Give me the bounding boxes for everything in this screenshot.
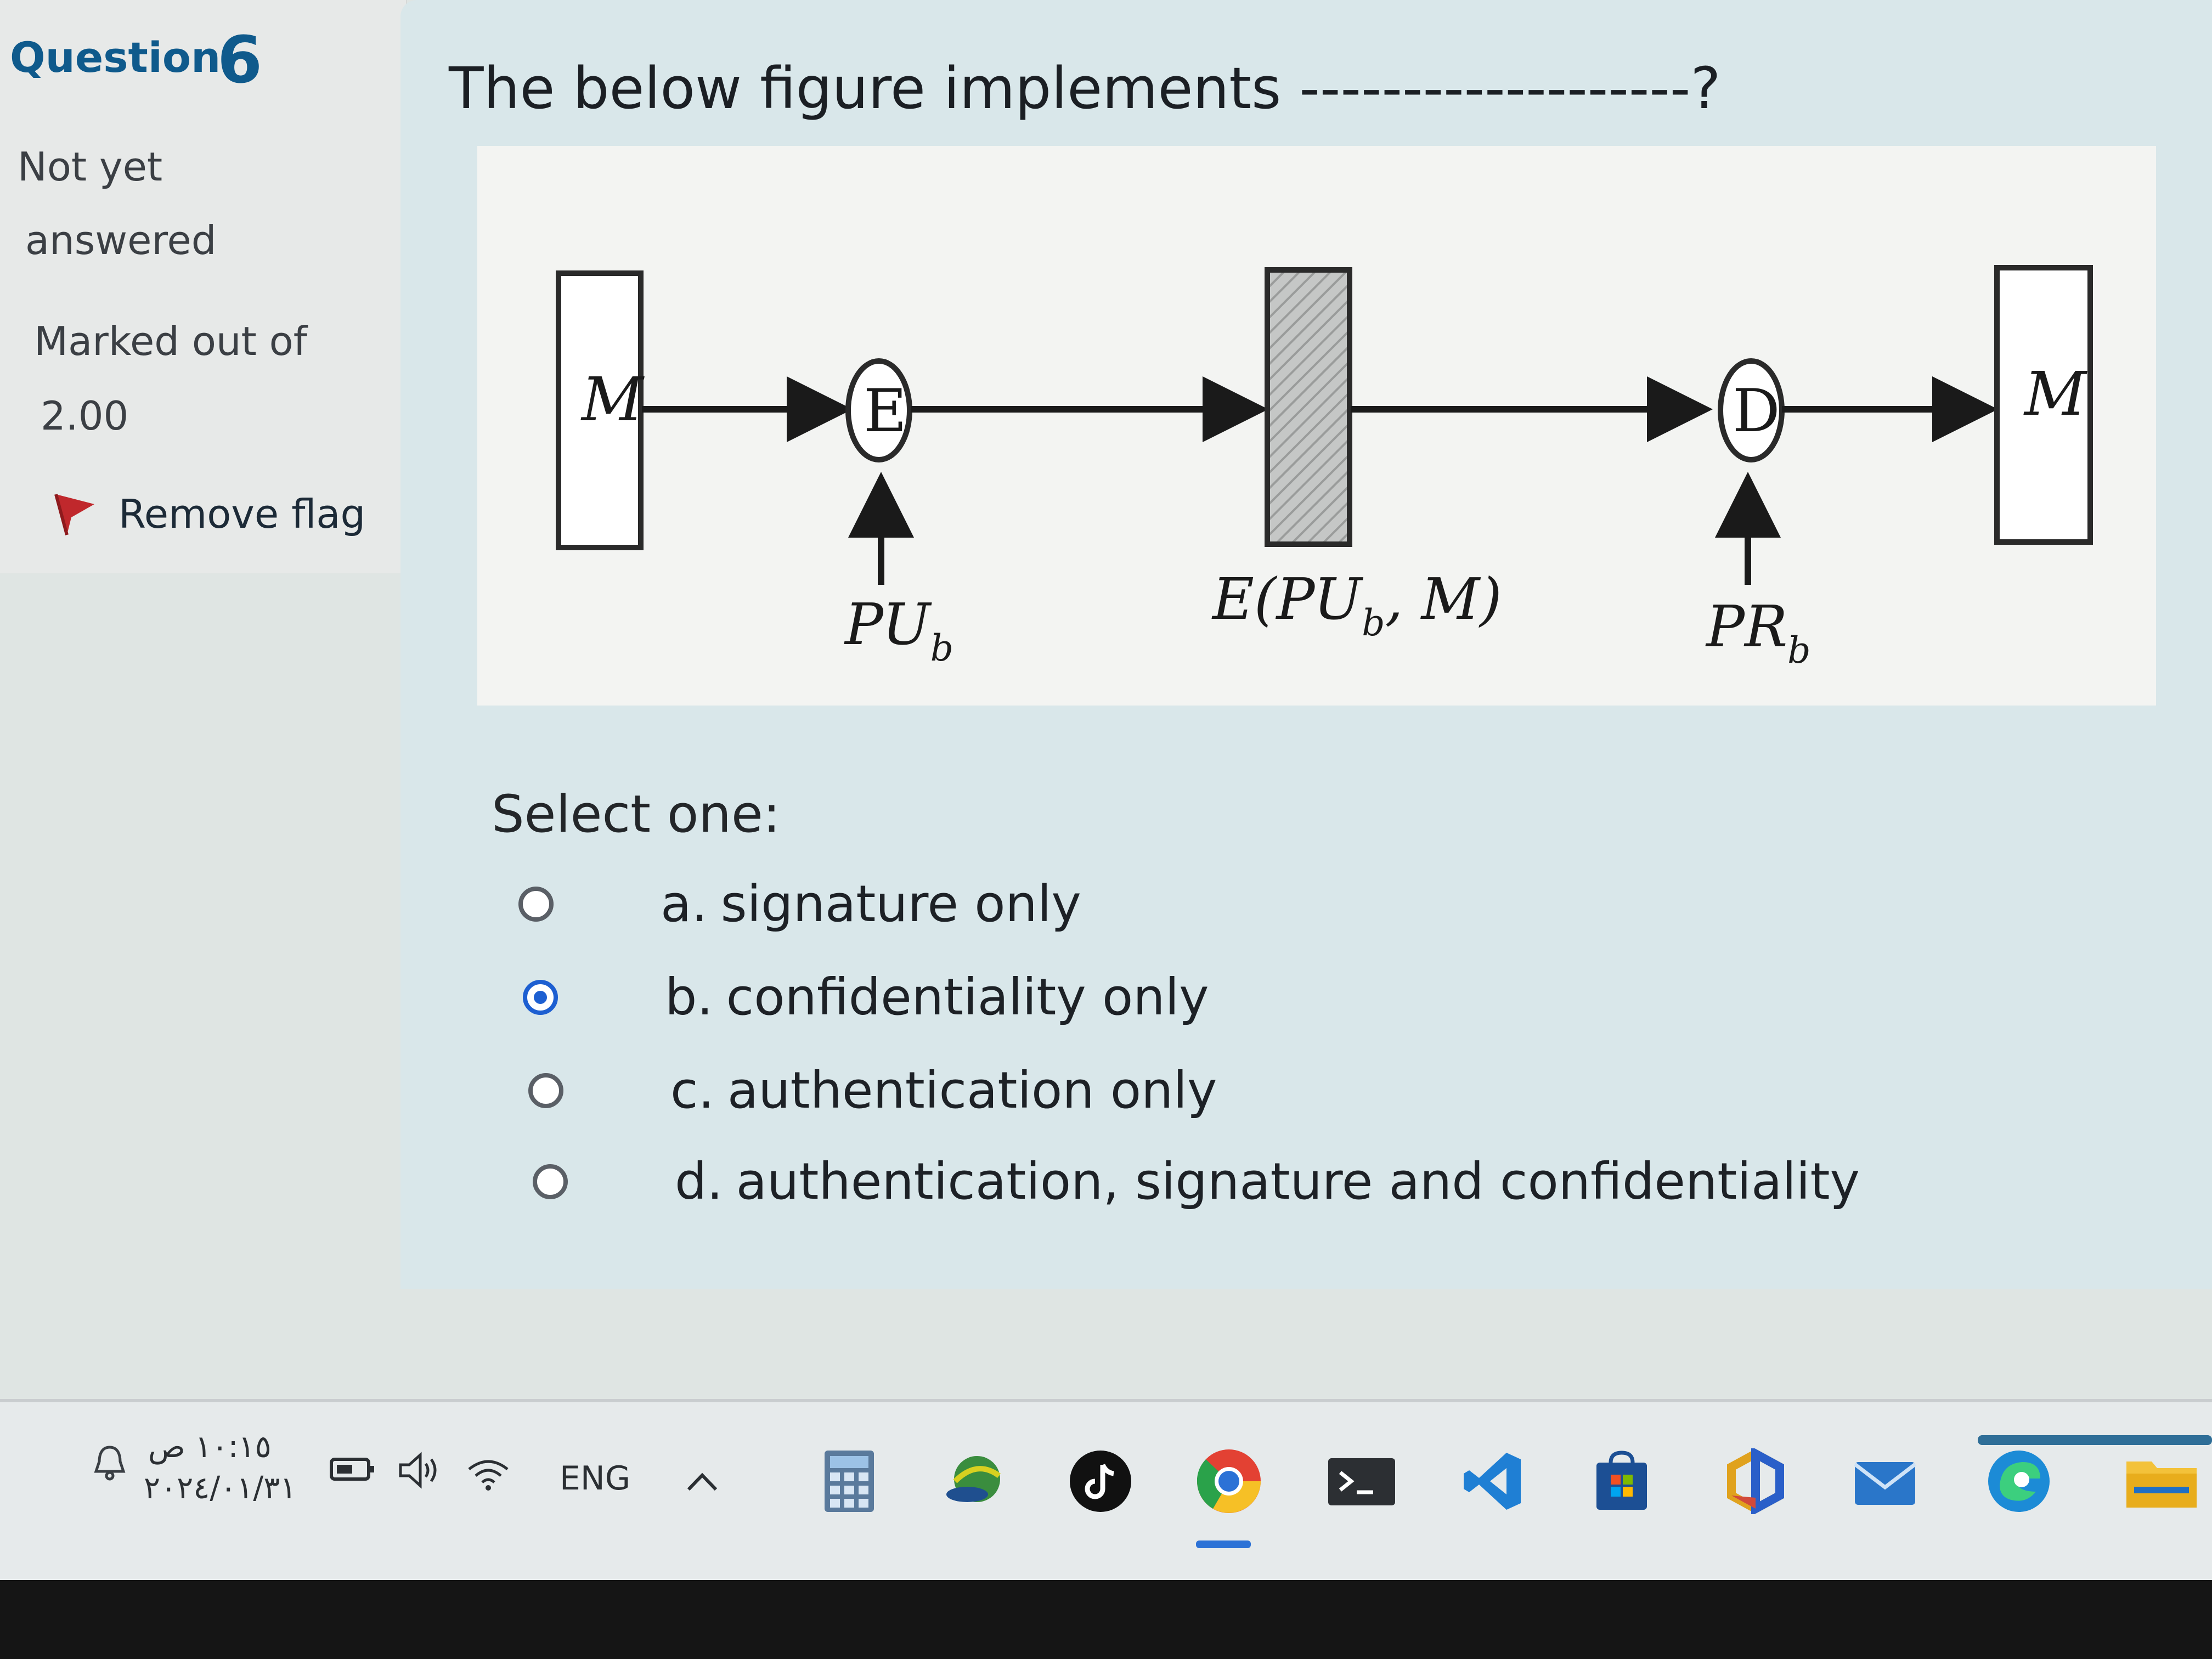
window-strip	[1978, 1435, 2212, 1445]
radio-b[interactable]	[523, 979, 558, 1015]
option-b-letter: b.	[665, 968, 713, 1026]
clock-time[interactable]: ١٠:١٥ ص	[148, 1429, 272, 1465]
ciphertext-label: E(PUb, M)	[1211, 566, 1502, 644]
grade-label: Marked out of	[34, 318, 308, 364]
question-state: Not yet	[18, 144, 163, 190]
language-indicator[interactable]: ENG	[560, 1459, 631, 1498]
answer-option-d[interactable]: d. authentication, signature and confide…	[533, 1152, 1860, 1211]
public-key-label: PUb	[844, 591, 953, 669]
network-globe-icon[interactable]	[936, 1443, 1013, 1520]
option-c-letter: c.	[670, 1061, 714, 1120]
volume-icon[interactable]	[395, 1448, 444, 1492]
vscode-icon[interactable]	[1454, 1443, 1531, 1520]
encrypt-node-label: E	[864, 377, 907, 445]
question-number: 6	[217, 22, 263, 98]
option-b-text: confidentiality only	[726, 968, 1209, 1026]
chevron-up-icon[interactable]	[680, 1459, 724, 1503]
question-label: Question	[10, 33, 221, 82]
encryption-figure: M E PUb E(PUb, M) D PRb M	[477, 146, 2156, 706]
notification-bell-icon[interactable]	[85, 1437, 134, 1487]
chrome-icon[interactable]	[1190, 1443, 1267, 1520]
edge-icon[interactable]	[1980, 1443, 2057, 1520]
select-one-prompt: Select one:	[492, 785, 781, 844]
battery-icon[interactable]	[328, 1453, 377, 1486]
screen-bezel	[0, 1580, 2212, 1659]
option-a-text: signature only	[720, 874, 1081, 933]
question-info-panel: Question 6 Not yet answered Marked out o…	[0, 0, 407, 573]
hexagon-app-icon[interactable]	[1717, 1443, 1794, 1520]
answer-option-c[interactable]: c. authentication only	[528, 1061, 1217, 1120]
decrypt-node-label: D	[1733, 377, 1780, 445]
chrome-active-indicator	[1196, 1541, 1251, 1548]
radio-d[interactable]	[533, 1164, 568, 1199]
calculator-icon[interactable]	[811, 1443, 888, 1520]
recovered-plaintext-label: M	[2023, 359, 2087, 429]
flag-icon	[53, 492, 97, 536]
file-explorer-icon[interactable]	[2123, 1443, 2200, 1520]
radio-c[interactable]	[528, 1073, 563, 1108]
answer-option-a[interactable]: a. signature only	[518, 874, 1081, 933]
remove-flag-link[interactable]: Remove flag	[53, 489, 365, 539]
plaintext-box	[556, 270, 644, 550]
answer-option-b[interactable]: b. confidentiality only	[523, 968, 1209, 1026]
tiktok-icon[interactable]	[1062, 1443, 1139, 1520]
ciphertext-box	[1265, 267, 1352, 547]
encrypt-node	[845, 358, 912, 462]
wifi-icon[interactable]	[464, 1454, 513, 1492]
grade-value: 2.00	[41, 393, 129, 439]
remove-flag-label: Remove flag	[119, 491, 366, 537]
question-text: The below figure implements ------------…	[449, 55, 1721, 122]
option-d-letter: d.	[675, 1152, 723, 1211]
terminal-icon[interactable]	[1323, 1443, 1400, 1520]
recovered-plaintext-box	[1994, 265, 2093, 545]
question-state-cont: answered	[25, 217, 217, 263]
plaintext-label: M	[580, 364, 645, 435]
option-d-text: authentication, signature and confidenti…	[736, 1152, 1860, 1211]
radio-a[interactable]	[518, 886, 554, 922]
mail-icon[interactable]	[1847, 1443, 1923, 1520]
option-a-letter: a.	[661, 874, 708, 933]
clock-date[interactable]: ٢٠٢٤/٠١/٣١	[144, 1470, 297, 1506]
microsoft-store-icon[interactable]	[1583, 1443, 1660, 1520]
private-key-label: PRb	[1705, 593, 1811, 672]
option-c-text: authentication only	[727, 1061, 1217, 1120]
